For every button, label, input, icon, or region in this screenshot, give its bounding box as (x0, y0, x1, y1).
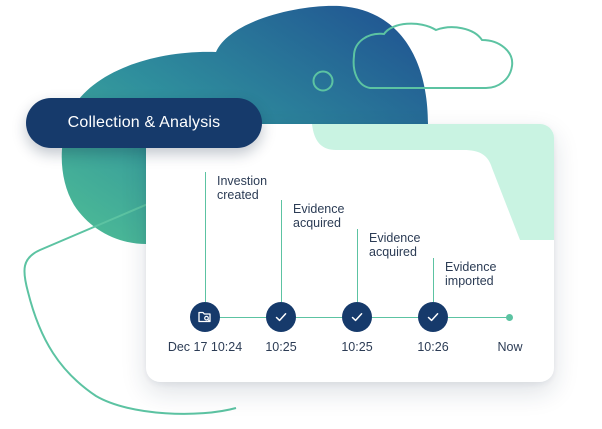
event-time: 10:26 (417, 340, 449, 354)
event-stem (205, 172, 206, 302)
timeline-end-label: Now (497, 340, 523, 354)
event-time: 10:25 (265, 340, 297, 354)
timeline-card (146, 124, 554, 382)
event-label: Investion created (217, 174, 268, 202)
section-title-pill: Collection & Analysis (26, 98, 262, 148)
event-node[interactable] (190, 302, 220, 332)
event-node[interactable] (266, 302, 296, 332)
section-title: Collection & Analysis (67, 114, 221, 131)
event-stem (281, 200, 282, 302)
checkmark-icon (427, 313, 439, 322)
event-label: Evidence acquired (369, 231, 421, 259)
decor-circle (312, 70, 334, 92)
checkmark-icon (275, 313, 287, 322)
event-label: Evidence imported (445, 260, 497, 288)
folder-search-icon (198, 311, 211, 323)
timeline-end-dot (506, 314, 513, 321)
event-stem (357, 229, 358, 302)
checkmark-icon (351, 313, 363, 322)
event-node[interactable] (342, 302, 372, 332)
card-accent-shape (312, 124, 554, 240)
event-time: Dec 17 10:24 (167, 340, 243, 354)
cloud-outline (352, 22, 514, 89)
event-label: Evidence acquired (293, 202, 345, 230)
outline-path (23, 185, 237, 415)
gradient-blob (61, 5, 429, 244)
event-stem (433, 258, 434, 302)
event-node[interactable] (418, 302, 448, 332)
event-time: 10:25 (341, 340, 373, 354)
